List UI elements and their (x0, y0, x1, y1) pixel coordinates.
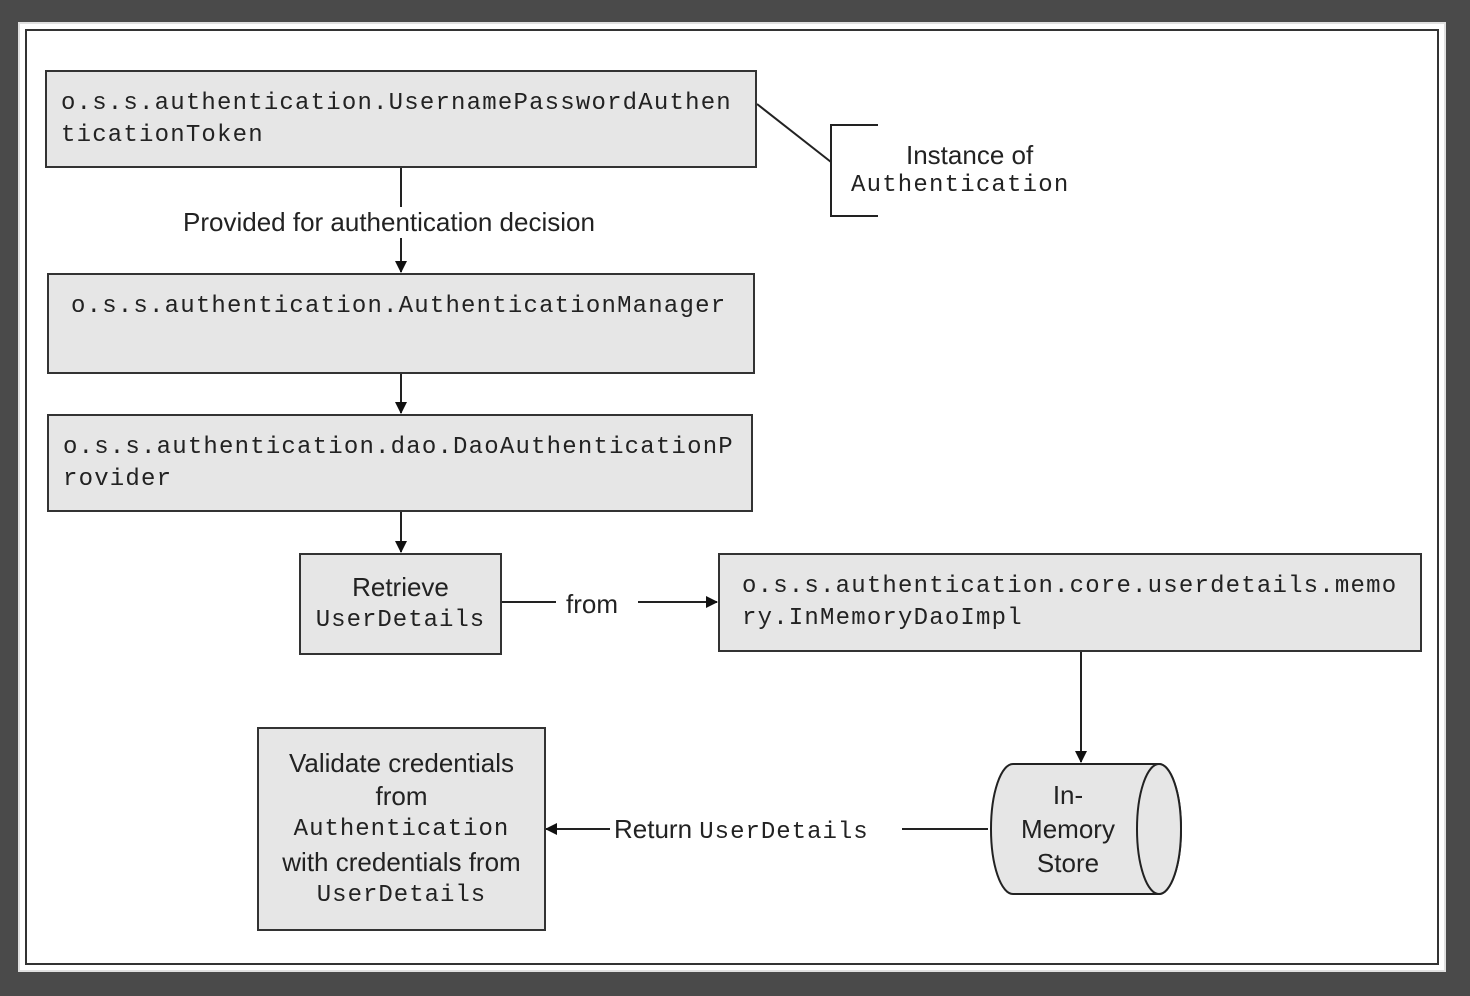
retrieve-userdetails-code: UserDetails (315, 607, 486, 634)
dao-authentication-provider-class: o.s.s.authentication.dao.DaoAuthenticati… (63, 434, 734, 493)
in-memory-store-label: In- Memory Store (1008, 778, 1128, 880)
provided-for-authentication-label: Provided for authentication decision (181, 207, 597, 238)
annotation-leader-line (756, 103, 832, 163)
retrieve-userdetails-box: Retrieve UserDetails (299, 553, 502, 655)
authentication-token-box: o.s.s.authentication.UsernamePasswordAut… (45, 70, 757, 168)
store-line-3: Store (1036, 848, 1100, 878)
return-userdetails-label: Return UserDetails (614, 814, 869, 846)
validate-line-2: from (375, 780, 428, 811)
authentication-manager-box: o.s.s.authentication.AuthenticationManag… (47, 273, 755, 374)
validate-credentials-box: Validate credentials from Authentication… (257, 727, 546, 931)
from-label: from (566, 589, 618, 620)
validate-userdetails-code: UserDetails (316, 881, 487, 909)
store-line-2: Memory (1021, 814, 1115, 844)
validate-authentication-code: Authentication (293, 815, 510, 843)
in-memory-dao-impl-class: o.s.s.authentication.core.userdetails.me… (742, 573, 1398, 632)
diagram-inner-border (25, 29, 1439, 965)
instance-of-label: Instance of (906, 140, 1034, 171)
validate-line-4: with credentials from (282, 846, 521, 877)
annotation-bracket (830, 124, 878, 217)
return-userdetails-code: UserDetails (699, 819, 869, 846)
dao-authentication-provider-box: o.s.s.authentication.dao.DaoAuthenticati… (47, 414, 753, 512)
store-line-1: In- (1052, 780, 1084, 810)
in-memory-dao-impl-box: o.s.s.authentication.core.userdetails.me… (718, 553, 1422, 652)
retrieve-label: Retrieve (352, 572, 449, 602)
authentication-type-label: Authentication (851, 172, 1070, 199)
return-prefix: Return (614, 814, 700, 844)
validate-line-1: Validate credentials (289, 747, 514, 778)
authentication-token-class: o.s.s.authentication.UsernamePasswordAut… (61, 90, 732, 149)
in-memory-store-cylinder (990, 763, 1182, 895)
authentication-manager-class: o.s.s.authentication.AuthenticationManag… (71, 293, 727, 320)
